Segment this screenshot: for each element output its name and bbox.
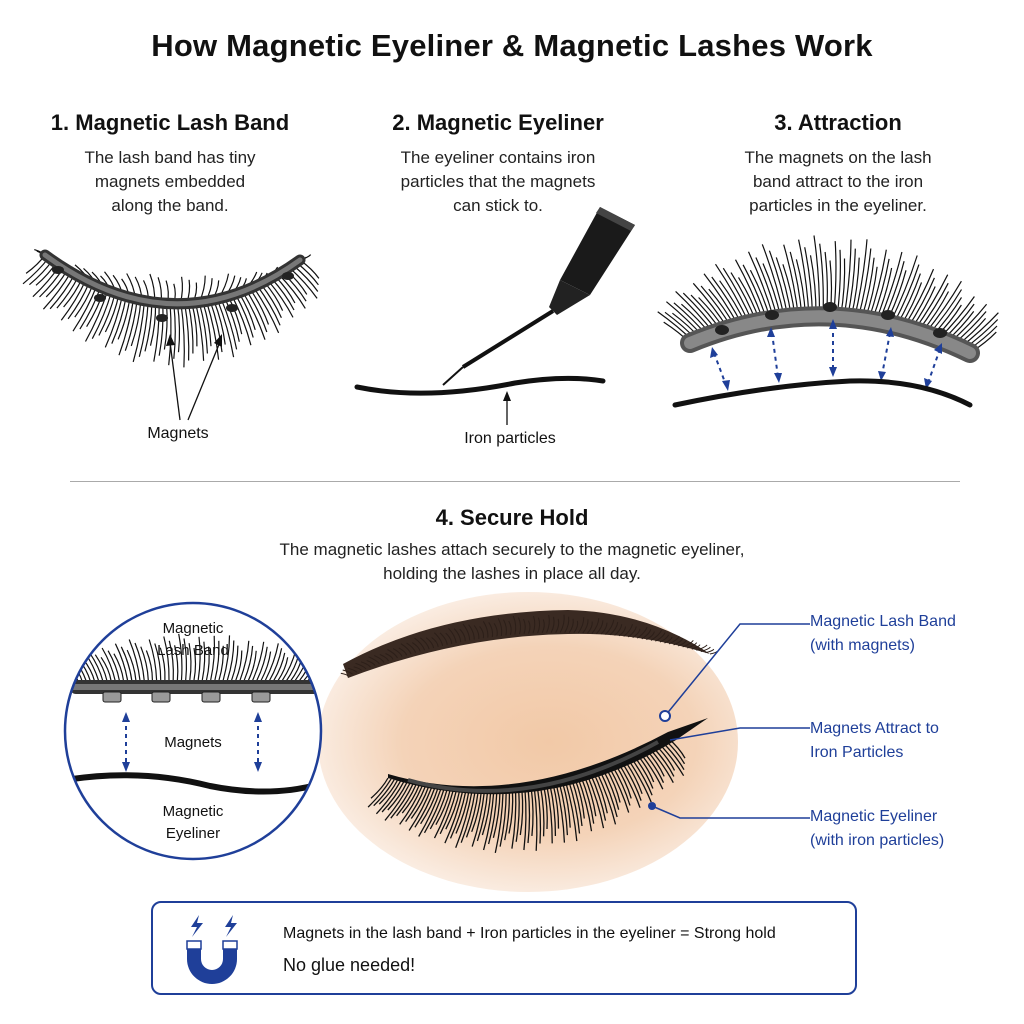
- callout-attract: Magnets Attract to Iron Particles: [810, 720, 939, 761]
- eyeliner-illustration: [354, 207, 635, 425]
- summary-box: Magnets in the lash band + Iron particle…: [151, 901, 857, 995]
- circle-lash-band-label: Magnetic Lash Band: [157, 620, 229, 659]
- lightning-bolt-icon: [191, 915, 203, 937]
- section-divider: [70, 481, 960, 482]
- eyeliner-pen-icon: [442, 207, 635, 386]
- circle-eyeliner-label: Magnetic Eyeliner: [162, 803, 224, 842]
- magnets-label: Magnets: [147, 425, 209, 442]
- step-4-heading: 4. Secure Hold: [435, 505, 589, 530]
- step-1-description: The lash band has tiny magnets embedded …: [84, 148, 256, 215]
- page-title: How Magnetic Eyeliner & Magnetic Lashes …: [151, 28, 873, 63]
- step-4-description: The magnetic lashes attach securely to t…: [279, 540, 745, 583]
- step-1-heading: 1. Magnetic Lash Band: [50, 110, 290, 135]
- summary-formula: Magnets in the lash band + Iron particle…: [283, 925, 776, 942]
- circle-magnets-label: Magnets: [164, 734, 222, 751]
- step-3-description: The magnets on the lash band attract to …: [744, 148, 932, 215]
- iron-particles-label: Iron particles: [464, 430, 556, 447]
- attraction-illustration: [657, 235, 999, 408]
- step-3-heading: 3. Attraction: [774, 110, 902, 135]
- step-2-description: The eyeliner contains iron particles tha…: [400, 148, 596, 215]
- callout-lash-band: Magnetic Lash Band (with magnets): [810, 613, 956, 654]
- lash-band-illustration: [22, 249, 320, 421]
- horseshoe-magnet-icon: [186, 915, 238, 984]
- zoom-circle: [63, 601, 323, 861]
- step-2-heading: 2. Magnetic Eyeliner: [392, 110, 604, 135]
- summary-no-glue: No glue needed!: [283, 955, 416, 975]
- callout-lines: [648, 623, 810, 819]
- closed-eye-illustration: [340, 610, 718, 854]
- callout-eyeliner: Magnetic Eyeliner (with iron particles): [810, 808, 945, 849]
